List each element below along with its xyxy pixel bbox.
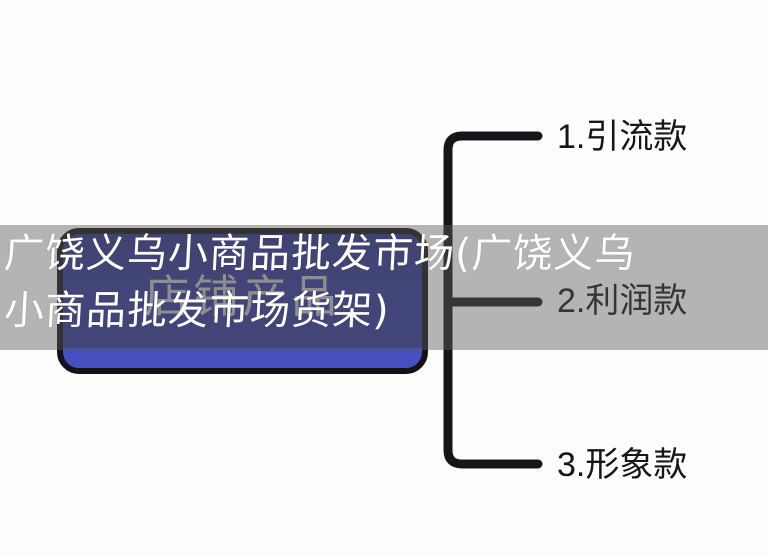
store-products-node[interactable]: 店铺产品 bbox=[57, 228, 428, 374]
category-label-1[interactable]: 1.引流款 bbox=[557, 118, 688, 156]
store-products-node-label: 店铺产品 bbox=[144, 271, 341, 322]
category-label-2[interactable]: 2.利润款 bbox=[557, 282, 688, 320]
bracket-connector bbox=[443, 131, 543, 469]
category-label-3[interactable]: 3.形象款 bbox=[557, 446, 688, 484]
bracket-outline bbox=[443, 131, 543, 469]
